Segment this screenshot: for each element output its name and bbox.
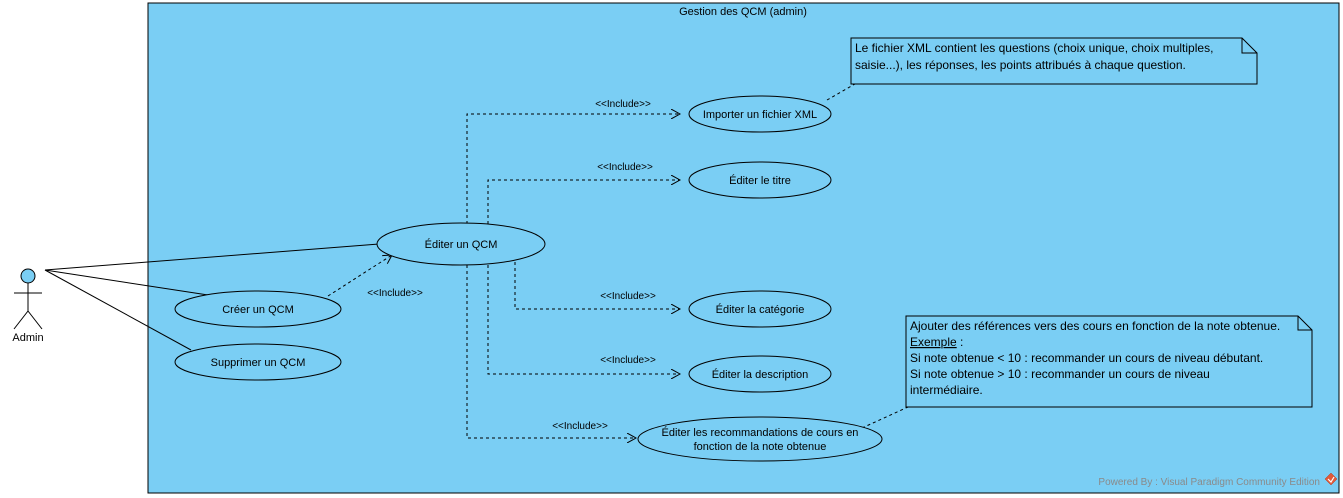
- include-editer-description: [487, 265, 680, 374]
- use-case-supprimer-qcm[interactable]: Supprimer un QCM: [174, 343, 342, 381]
- note-example-label: Exemple: [910, 335, 957, 349]
- use-case-shape: [174, 290, 342, 328]
- use-case-shape: [688, 290, 832, 328]
- include-editer-categorie: [514, 262, 680, 309]
- visual-paradigm-logo-icon: [1324, 472, 1338, 486]
- actor-left-leg: [13, 310, 29, 330]
- association-admin-creer: [44, 269, 209, 296]
- use-case-editer-qcm[interactable]: Éditer un QCM: [376, 222, 546, 266]
- use-case-label: Éditer la description: [712, 368, 809, 381]
- powered-by-text: Powered By : Visual Paradigm Community E…: [1098, 477, 1320, 488]
- note-xml[interactable]: Le fichier XML contient les questions (c…: [850, 37, 1258, 85]
- note-rule-3: intermédiaire.: [910, 383, 983, 397]
- association-admin-supprimer: [44, 269, 192, 351]
- association-admin-editer: [44, 243, 380, 271]
- use-case-label: Supprimer un QCM: [211, 357, 306, 369]
- use-case-shape: [688, 95, 832, 133]
- note-fold: [1241, 38, 1257, 54]
- note-rule-1: Si note obtenue < 10 : recommander un co…: [910, 351, 1263, 365]
- use-case-shape: [637, 416, 883, 462]
- use-case-editer-titre[interactable]: Éditer le titre: [688, 161, 832, 199]
- note-recommandations[interactable]: Ajouter des références vers des cours en…: [905, 315, 1313, 408]
- use-case-shape: [376, 222, 546, 266]
- note-rule-2: Si note obtenue > 10 : recommander un co…: [910, 367, 1210, 381]
- include-label-titre: <<Include>>: [597, 162, 653, 173]
- actor-admin[interactable]: Admin: [12, 268, 44, 344]
- include-label-creer: <<Include>>: [367, 288, 423, 299]
- note-anchor-recommandations: [861, 406, 909, 429]
- use-case-shape: [174, 343, 342, 381]
- note-line-1: Le fichier XML contient les questions (c…: [855, 41, 1213, 55]
- actor-head-icon: [20, 268, 36, 284]
- use-case-label: Éditer le titre: [729, 174, 791, 187]
- system-boundary: [147, 2, 1340, 494]
- use-case-importer-xml[interactable]: Importer un fichier XML: [688, 95, 832, 133]
- use-case-editer-description[interactable]: Éditer la description: [688, 355, 832, 393]
- system-title: Gestion des QCM (admin): [679, 6, 807, 18]
- note-intro: Ajouter des références vers des cours en…: [910, 319, 1280, 333]
- include-editer-titre: [487, 180, 680, 224]
- use-case-editer-categorie[interactable]: Éditer la catégorie: [688, 290, 832, 328]
- use-case-editer-recommandations[interactable]: Éditer les recommandations de cours en f…: [637, 416, 883, 462]
- include-label-recommandations: <<Include>>: [552, 421, 608, 432]
- use-case-shape: [688, 355, 832, 393]
- note-shape: [850, 37, 1258, 85]
- include-creer-editer: [327, 255, 392, 297]
- note-fold: [1297, 316, 1312, 331]
- use-case-label: Importer un fichier XML: [703, 109, 817, 121]
- include-importer-xml: [466, 114, 680, 224]
- use-case-creer-qcm[interactable]: Créer un QCM: [174, 290, 342, 328]
- use-case-label-line-1: Éditer les recommandations de cours en: [662, 426, 859, 439]
- include-label-description: <<Include>>: [600, 355, 656, 366]
- note-anchor-xml: [826, 83, 856, 101]
- use-case-label: Éditer la catégorie: [716, 303, 805, 316]
- note-example-suffix: :: [957, 335, 964, 349]
- actor-label: Admin: [12, 332, 43, 344]
- include-label-importer: <<Include>>: [595, 99, 651, 110]
- use-case-label: Éditer un QCM: [425, 238, 498, 251]
- use-case-shape: [688, 161, 832, 199]
- actor-right-leg: [27, 310, 43, 330]
- note-line-2: saisie...), les réponses, les points att…: [855, 58, 1186, 72]
- use-case-label-line-2: fonction de la note obtenue: [694, 441, 827, 453]
- note-shape: [905, 315, 1313, 408]
- use-case-label: Créer un QCM: [222, 304, 294, 316]
- note-example: Exemple :: [910, 335, 963, 349]
- include-label-categorie: <<Include>>: [600, 291, 656, 302]
